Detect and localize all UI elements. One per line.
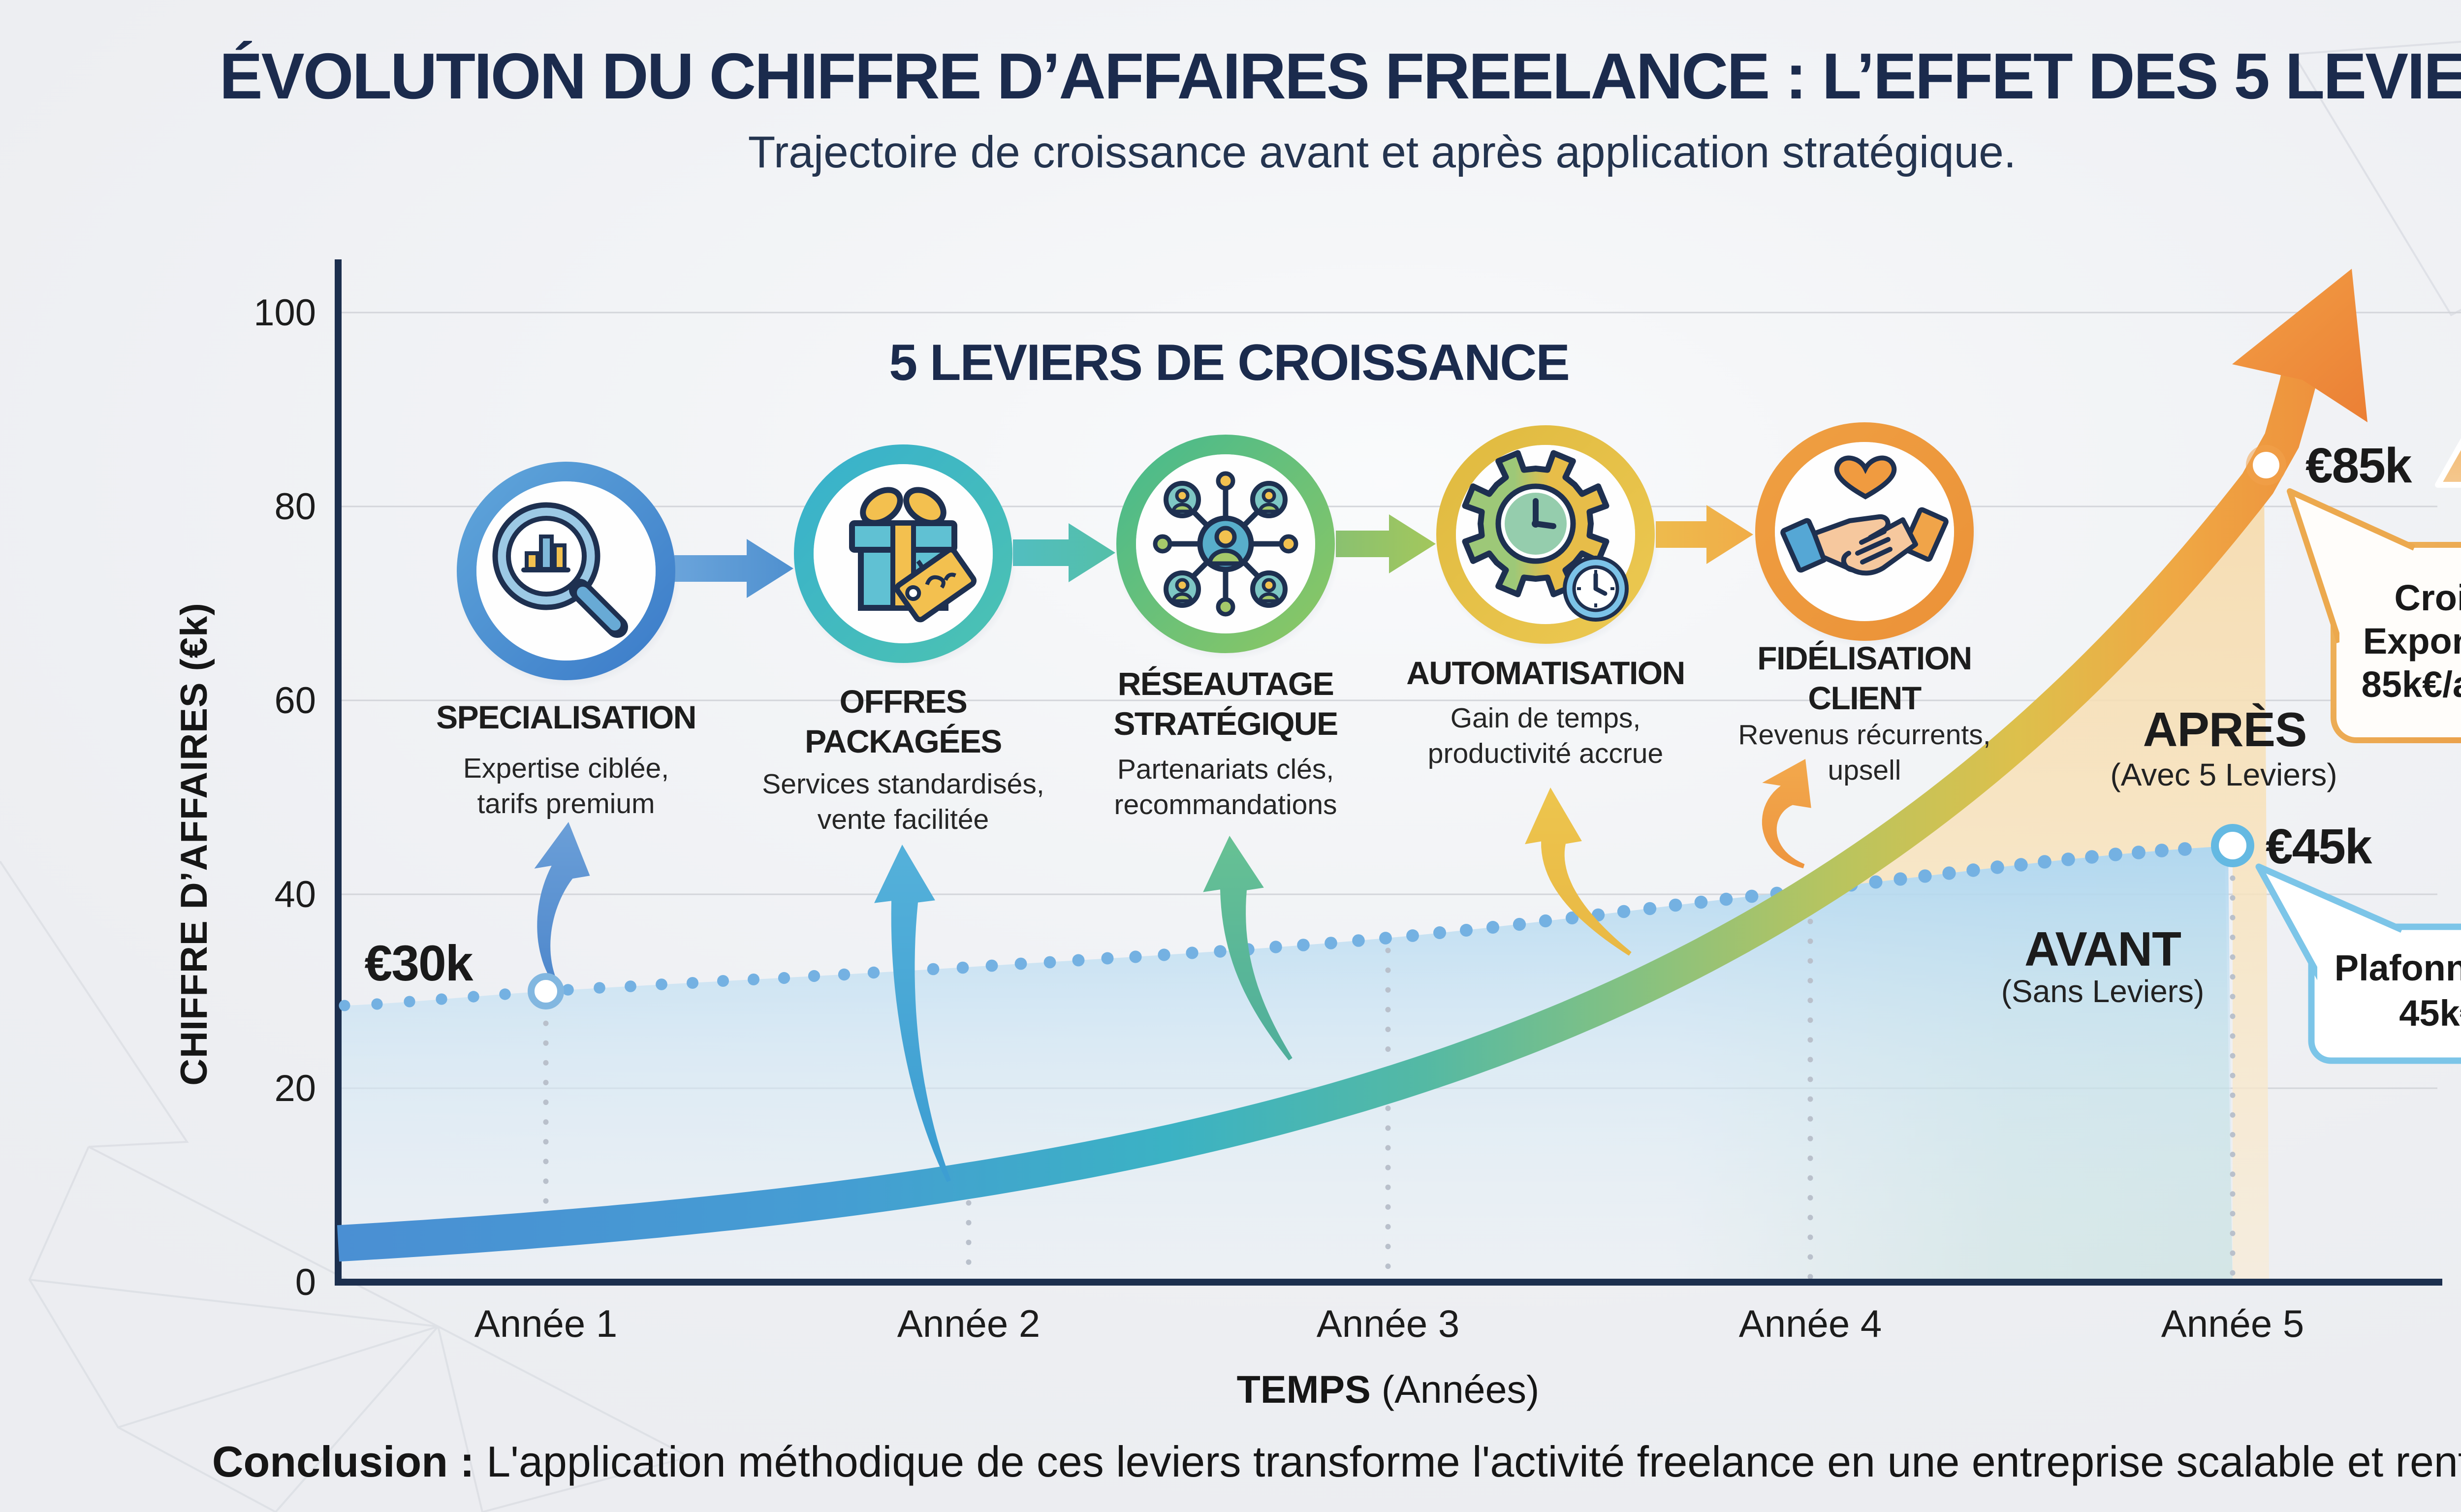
svg-text:AVANT: AVANT <box>2024 922 2181 976</box>
svg-text:100: 100 <box>253 292 316 334</box>
svg-text:productivité accrue: productivité accrue <box>1428 738 1663 769</box>
svg-text:ÉVOLUTION DU CHIFFRE D’AFFAIRE: ÉVOLUTION DU CHIFFRE D’AFFAIRES FREELANC… <box>220 40 2461 112</box>
svg-text:SPECIALISATION: SPECIALISATION <box>436 699 696 735</box>
svg-text:Revenus récurrents,: Revenus récurrents, <box>1738 719 1990 751</box>
svg-text:CHIFFRE D’AFFAIRES (€k): CHIFFRE D’AFFAIRES (€k) <box>173 602 215 1086</box>
svg-text:TEMPS (Années): TEMPS (Années) <box>1237 1367 1540 1411</box>
svg-text:Gain de temps,: Gain de temps, <box>1451 702 1641 734</box>
svg-text:Croissance: Croissance <box>2395 577 2461 618</box>
svg-text:€45k: €45k <box>2266 819 2372 874</box>
svg-text:5 LEVIERS DE CROISSANCE: 5 LEVIERS DE CROISSANCE <box>889 334 1569 391</box>
svg-text:upsell: upsell <box>1828 755 1901 786</box>
svg-text:PACKAGÉES: PACKAGÉES <box>805 723 1002 759</box>
svg-text:Expertise ciblée,: Expertise ciblée, <box>463 753 669 784</box>
svg-text:Partenariats clés,: Partenariats clés, <box>1117 754 1334 785</box>
svg-text:AUTOMATISATION: AUTOMATISATION <box>1406 655 1685 691</box>
svg-text:OFFRES: OFFRES <box>840 683 967 720</box>
svg-text:RÉSEAUTAGE: RÉSEAUTAGE <box>1118 665 1334 702</box>
svg-text:40: 40 <box>274 874 316 915</box>
svg-text:Conclusion : L'application mét: Conclusion : L'application méthodique de… <box>212 1437 2461 1486</box>
svg-text:(Sans Leviers): (Sans Leviers) <box>2001 974 2205 1009</box>
svg-text:Plafonnement :: Plafonnement : <box>2335 947 2461 988</box>
svg-text:APRÈS: APRÈS <box>2143 702 2307 756</box>
svg-text:Année 2: Année 2 <box>897 1302 1041 1345</box>
svg-text:€30k: €30k <box>365 935 473 991</box>
svg-text:STRATÉGIQUE: STRATÉGIQUE <box>1113 705 1337 742</box>
svg-text:recommandations: recommandations <box>1114 789 1337 820</box>
svg-text:20: 20 <box>274 1068 316 1109</box>
svg-text:Trajectoire de croissance avan: Trajectoire de croissance avant et après… <box>748 127 2016 177</box>
svg-text:85k€/an (+89%): 85k€/an (+89%) <box>2362 664 2461 705</box>
svg-text:CLIENT: CLIENT <box>1808 680 1922 716</box>
svg-text:45k€/an: 45k€/an <box>2399 993 2461 1034</box>
svg-text:Année 5: Année 5 <box>2161 1302 2304 1345</box>
svg-text:Année 4: Année 4 <box>1739 1302 1882 1345</box>
svg-text:vente facilitée: vente facilitée <box>818 804 989 835</box>
svg-text:0: 0 <box>295 1261 316 1303</box>
svg-text:tarifs premium: tarifs premium <box>477 788 655 819</box>
svg-text:Année 1: Année 1 <box>474 1302 618 1345</box>
svg-text:€85k: €85k <box>2305 438 2412 493</box>
svg-text:(Avec 5 Leviers): (Avec 5 Leviers) <box>2110 757 2337 792</box>
svg-text:Année 3: Année 3 <box>1317 1302 1460 1345</box>
svg-text:FIDÉLISATION: FIDÉLISATION <box>1757 640 1971 676</box>
svg-text:80: 80 <box>274 486 316 528</box>
svg-text:Services standardisés,: Services standardisés, <box>762 768 1044 800</box>
svg-text:60: 60 <box>274 680 316 722</box>
svg-text:Exponentielle :: Exponentielle : <box>2363 621 2461 662</box>
